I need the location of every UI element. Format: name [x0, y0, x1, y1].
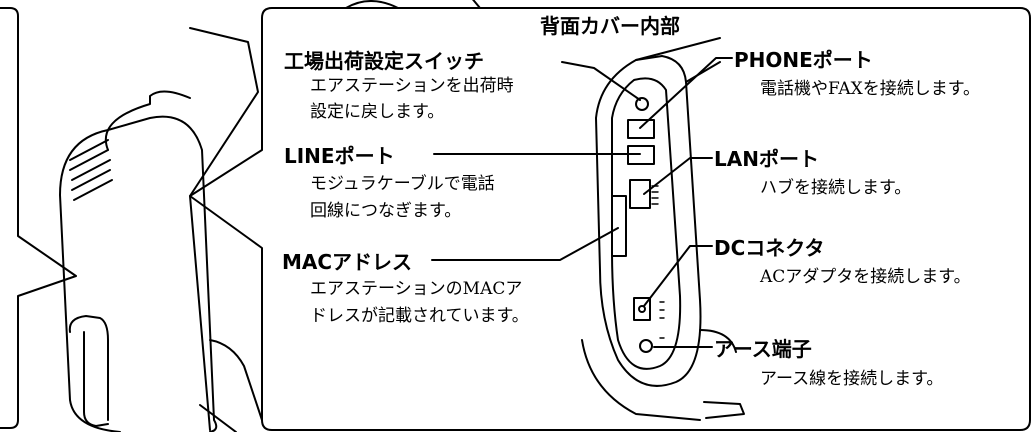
- hand-support: [581, 329, 737, 421]
- left-frame: [0, 7, 77, 429]
- reset-switch-label: 工場出荷設定スイッチ: [284, 49, 484, 73]
- phone-port-desc: 電話機やFAXを接続します。: [760, 79, 980, 99]
- mac-address-desc-1: エアステーションのMACア: [310, 279, 523, 299]
- dc-connector-hole: [638, 305, 646, 313]
- vent-slot: [73, 179, 113, 201]
- leader-dc-connector: [643, 245, 713, 307]
- phone-port-label: PHONEポート: [734, 48, 873, 72]
- callout-frame-top: [345, 0, 481, 9]
- lan-port-desc: ハブを接続します。: [760, 178, 912, 198]
- backcover-outline: [595, 55, 702, 387]
- callout-frame: [189, 7, 1031, 431]
- mac-address-desc-2: ドレスが記載されています。: [310, 306, 529, 326]
- diagram-title: 背面カバー内部: [540, 14, 680, 38]
- leader-reset-switch: [561, 61, 641, 101]
- ground-terminal-desc: アース線を接続します。: [760, 369, 944, 389]
- mac-label: [611, 195, 627, 257]
- phone-port: [627, 119, 655, 139]
- mac-address-label: MACアドレス: [282, 250, 413, 274]
- reset-switch-desc-2: 設定に戻します。: [310, 102, 445, 122]
- line-port-desc-1: モジュラケーブルで電話: [310, 174, 495, 194]
- backcover-rail: [635, 37, 721, 83]
- backcover-inner: [611, 77, 682, 370]
- tie-strip: [703, 401, 745, 419]
- leader-lan-port: [643, 157, 713, 195]
- leader-phone-port: [639, 57, 733, 129]
- vent-slot: [69, 149, 109, 171]
- device-base: [199, 339, 263, 432]
- dc-connector-desc: ACアダプタを接続します。: [760, 267, 971, 287]
- dc-connector: [633, 297, 651, 321]
- ground-terminal-label: アース端子: [714, 337, 812, 361]
- leader-mac-address: [431, 227, 619, 261]
- dc-connector-label: DCコネクタ: [714, 236, 825, 260]
- lan-port-pins: [651, 185, 659, 205]
- lan-port-label: LANポート: [714, 147, 819, 171]
- vent-slot: [71, 159, 111, 181]
- vent-slot: [69, 139, 109, 161]
- reset-switch-hole: [635, 97, 649, 111]
- device-front-cover: [59, 115, 218, 432]
- line-port-label: LINEポート: [284, 144, 395, 168]
- reset-switch-desc-1: エアステーションを出荷時: [310, 76, 514, 96]
- line-port-desc-2: 回線につなぎます。: [310, 201, 462, 221]
- device-stand: [68, 315, 109, 427]
- status-leds: [659, 301, 665, 339]
- vent-slot: [71, 169, 111, 191]
- lan-port: [629, 179, 651, 209]
- device-body: [104, 27, 259, 431]
- ground-terminal: [639, 339, 653, 353]
